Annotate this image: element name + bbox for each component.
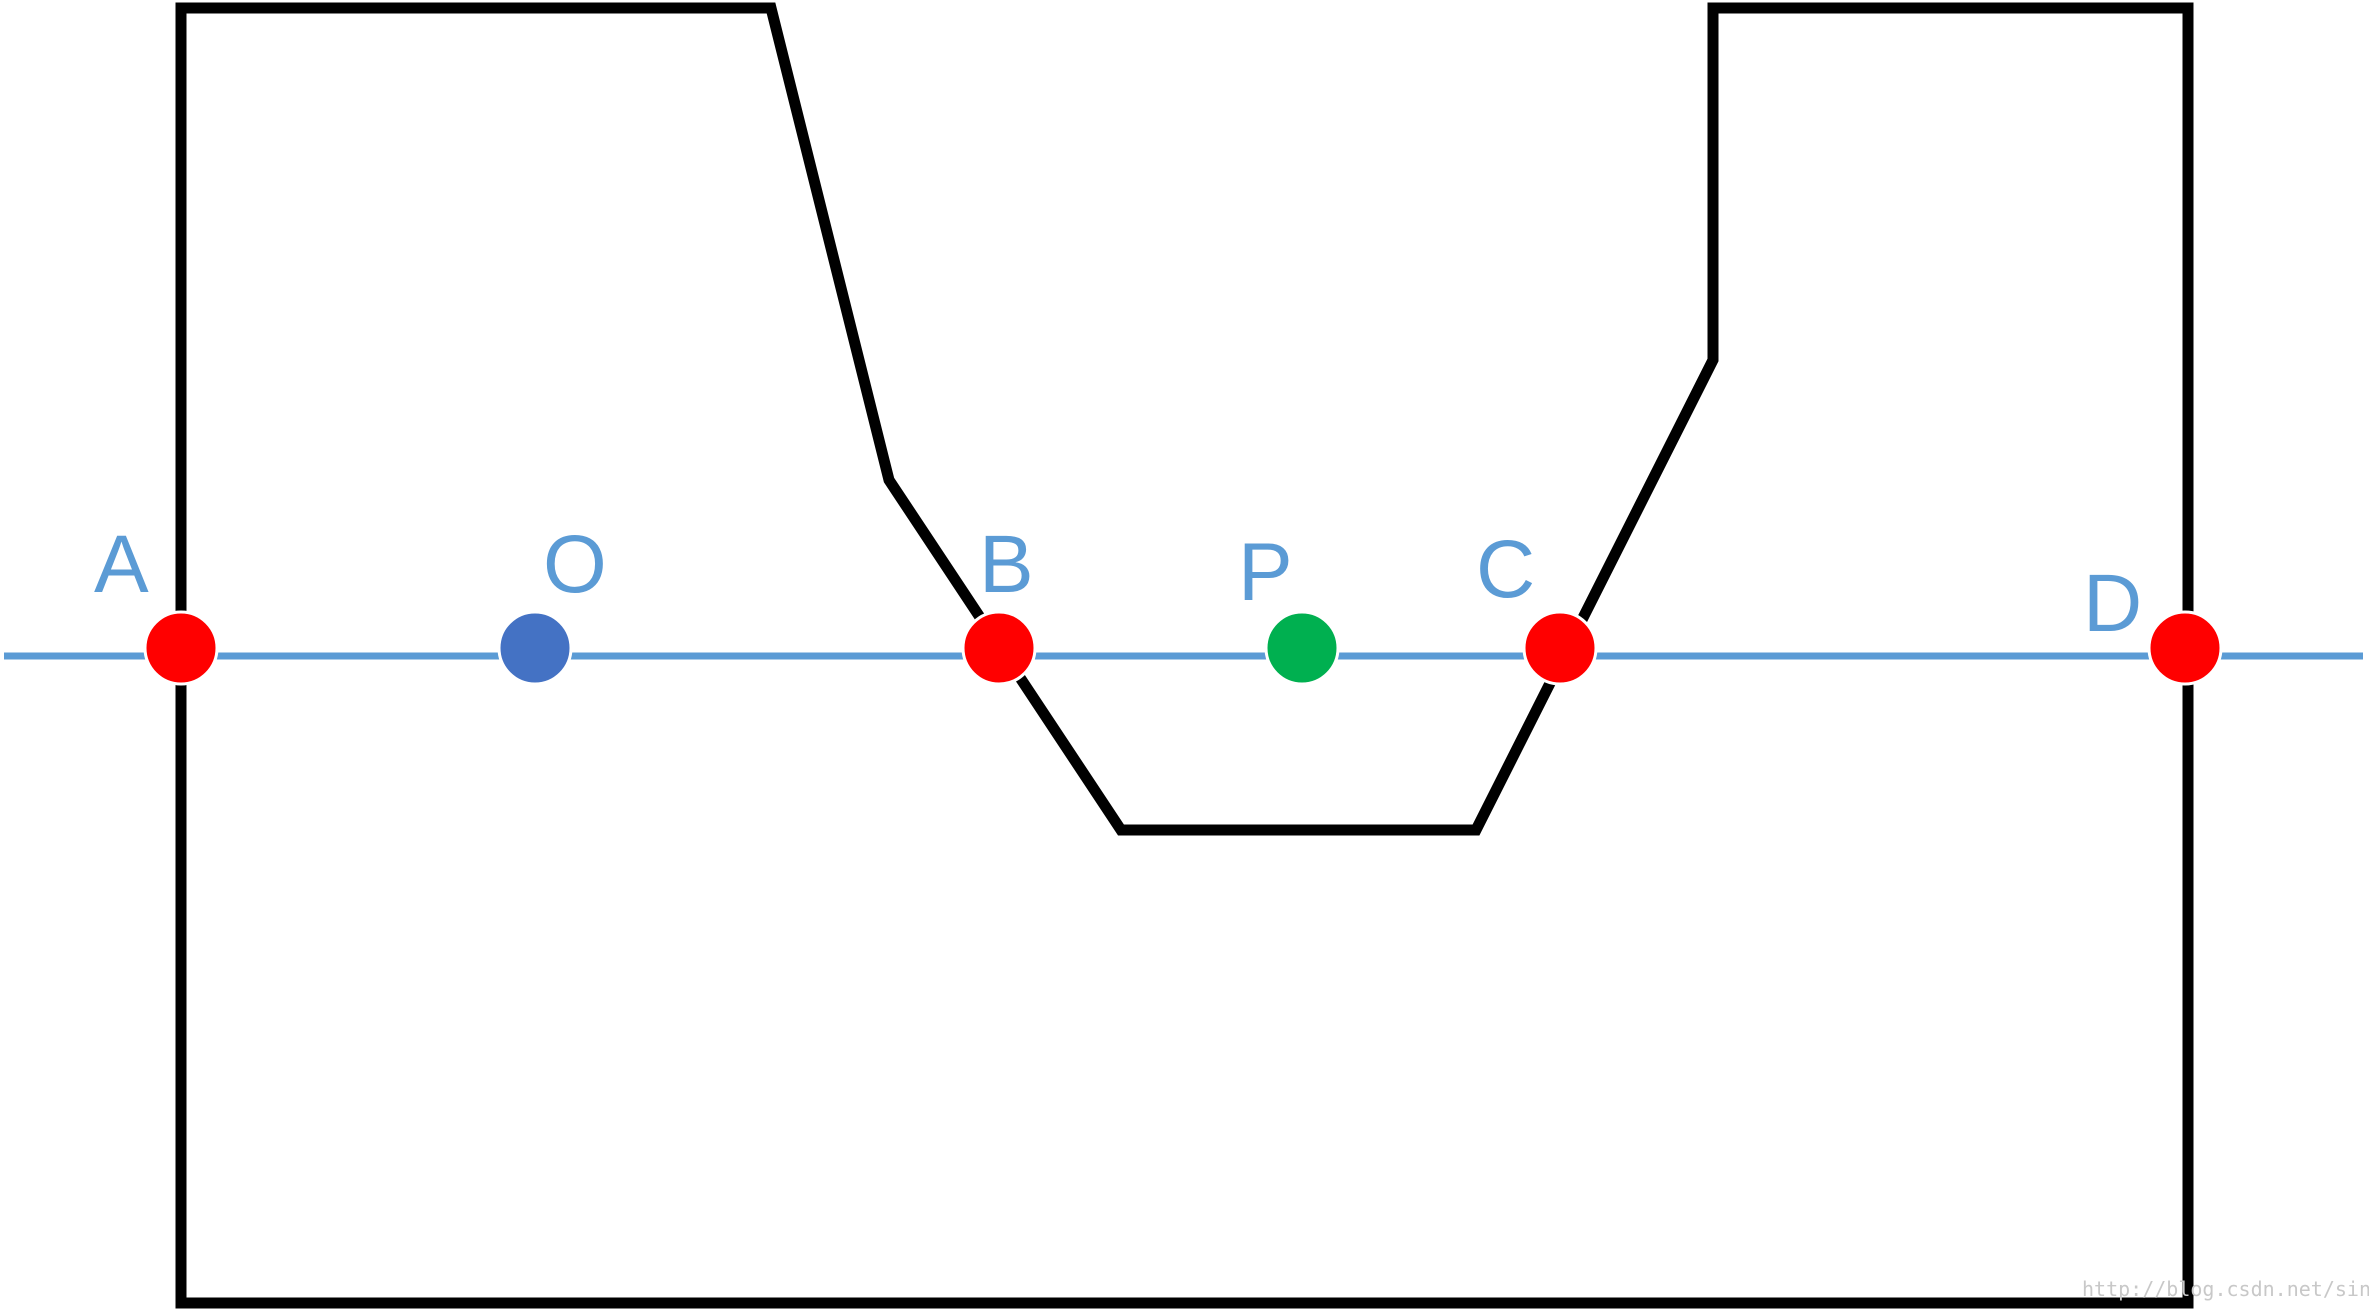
point-a-marker (143, 610, 219, 686)
point-d-marker (2147, 610, 2223, 686)
point-b-marker (961, 610, 1037, 686)
point-p-marker (1264, 610, 1340, 686)
point-o-label: O (543, 519, 607, 610)
point-b-label: B (979, 519, 1034, 610)
point-c-label: C (1476, 524, 1535, 615)
point-a-label: A (94, 519, 149, 610)
point-p-label: P (1238, 527, 1293, 618)
polygon-outline (175, 2, 2194, 1309)
watermark-text: http://blog.csdn.net/sinat_24229853 (2082, 1277, 2369, 1301)
point-c-marker (1522, 610, 1598, 686)
point-o-marker (497, 610, 573, 686)
point-d-label: D (2083, 558, 2142, 649)
